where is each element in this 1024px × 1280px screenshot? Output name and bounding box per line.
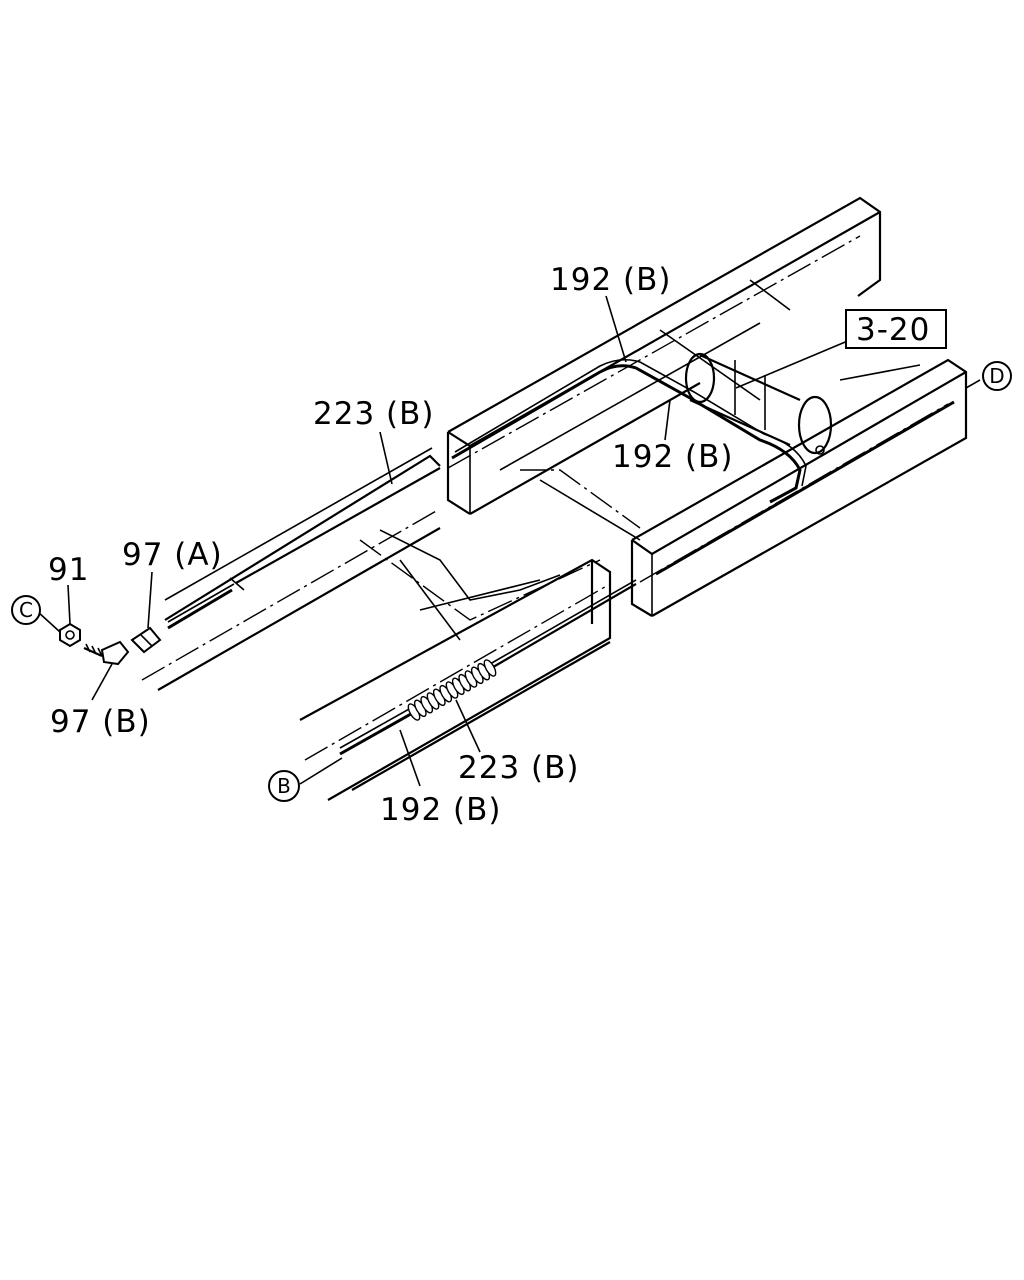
connector-d: D [982,361,1012,391]
nut-91 [59,622,81,648]
connector-c-label: C [19,598,33,622]
left-frame-rail [141,447,612,801]
leader-lines [37,295,981,787]
clevis-97b [100,640,130,666]
connector-c: C [11,595,41,625]
hardware [59,622,162,666]
cross-members [359,279,921,641]
spring-coil [483,659,497,677]
upper-frame-rail [446,196,882,515]
connector-d-label: D [989,364,1004,388]
reference-box: 3-20 [845,309,947,349]
connector-b: B [268,770,300,802]
return-spring [407,659,497,721]
reference-box-label: 3-20 [856,312,930,348]
callout-192b-top: 192 (B) [550,262,671,298]
callout-97a: 97 (A) [122,537,223,573]
connector-b-label: B [277,774,291,798]
callout-192b-middle: 192 (B) [612,439,733,475]
callout-91: 91 [48,552,89,588]
lower-frame-rail [630,358,968,617]
callout-192b-bottom: 192 (B) [380,792,501,828]
callout-223b-bottom: 223 (B) [458,750,579,786]
callout-97b: 97 (B) [50,704,151,740]
callout-223b-top: 223 (B) [313,396,434,432]
brake-cable [167,358,807,756]
